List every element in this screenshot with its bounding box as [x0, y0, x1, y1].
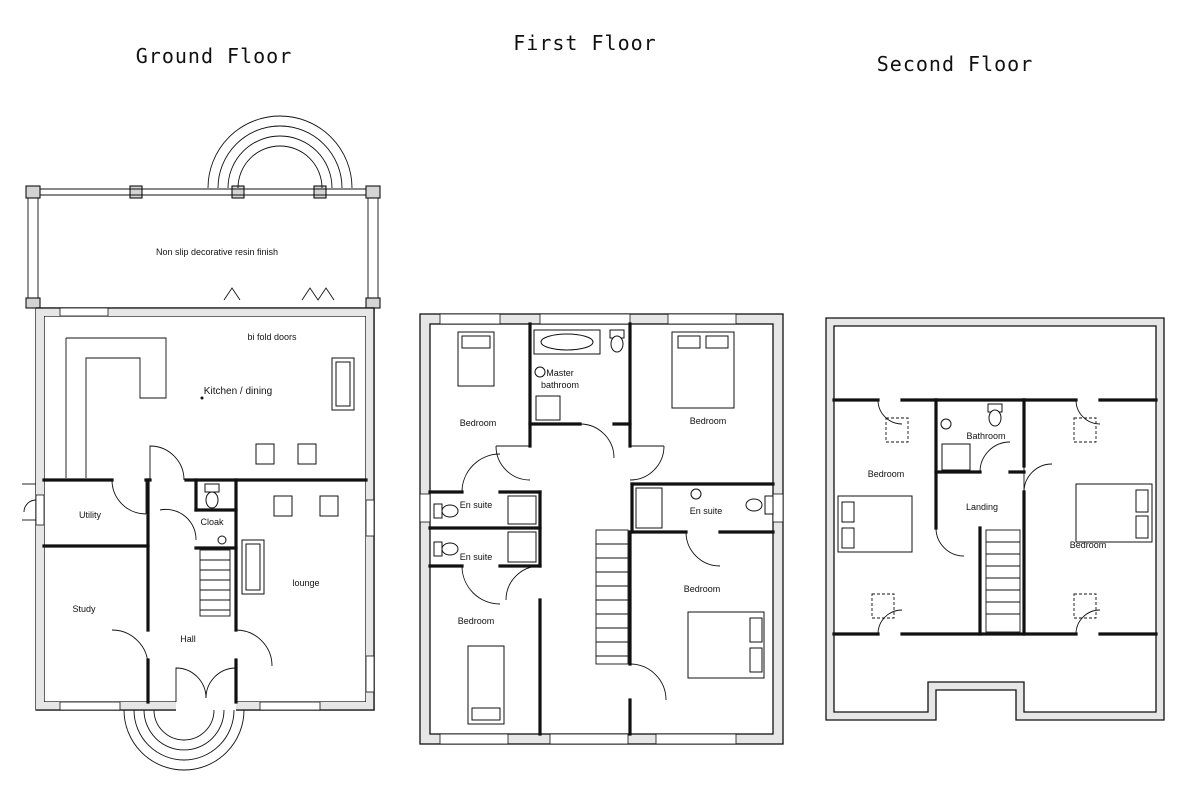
second-floor-plan — [825, 317, 1165, 721]
kitchen-dining-label: Kitchen / dining — [204, 386, 272, 397]
landing-label: Landing — [966, 502, 998, 512]
bifold-doors-label: bi fold doors — [247, 332, 297, 342]
master-bathroom-label-1: Master — [546, 368, 574, 378]
utility-label: Utility — [79, 510, 101, 520]
master-bathroom-label-2: bathroom — [541, 380, 579, 390]
ensuite-e-label: En suite — [690, 506, 723, 516]
second-bedroom-w-label: Bedroom — [868, 469, 905, 479]
first-floor-plan — [419, 313, 784, 745]
lounge-label: lounge — [292, 578, 319, 588]
second-bedroom-e-label: Bedroom — [1070, 540, 1107, 550]
second-bathroom-label: Bathroom — [966, 431, 1005, 441]
first-bedroom-nw-label: Bedroom — [460, 418, 497, 428]
study-label: Study — [72, 604, 96, 614]
first-bedroom-sw-label: Bedroom — [458, 616, 495, 626]
ensuite-w2-label: En suite — [460, 552, 493, 562]
second-floor-title: Second Floor — [877, 52, 1034, 76]
hall-label: Hall — [180, 634, 196, 644]
first-bedroom-ne-label: Bedroom — [690, 416, 727, 426]
terrace-note: Non slip decorative resin finish — [156, 247, 278, 257]
first-bedroom-se-label: Bedroom — [684, 584, 721, 594]
cloak-label: Cloak — [200, 517, 224, 527]
ground-floor-title: Ground Floor — [136, 44, 293, 68]
ensuite-w1-label: En suite — [460, 500, 493, 510]
first-floor-title: First Floor — [513, 31, 656, 55]
ground-floor-plan: Non slip decorative resin finish — [22, 115, 381, 771]
terrace-enclosure — [25, 115, 381, 309]
